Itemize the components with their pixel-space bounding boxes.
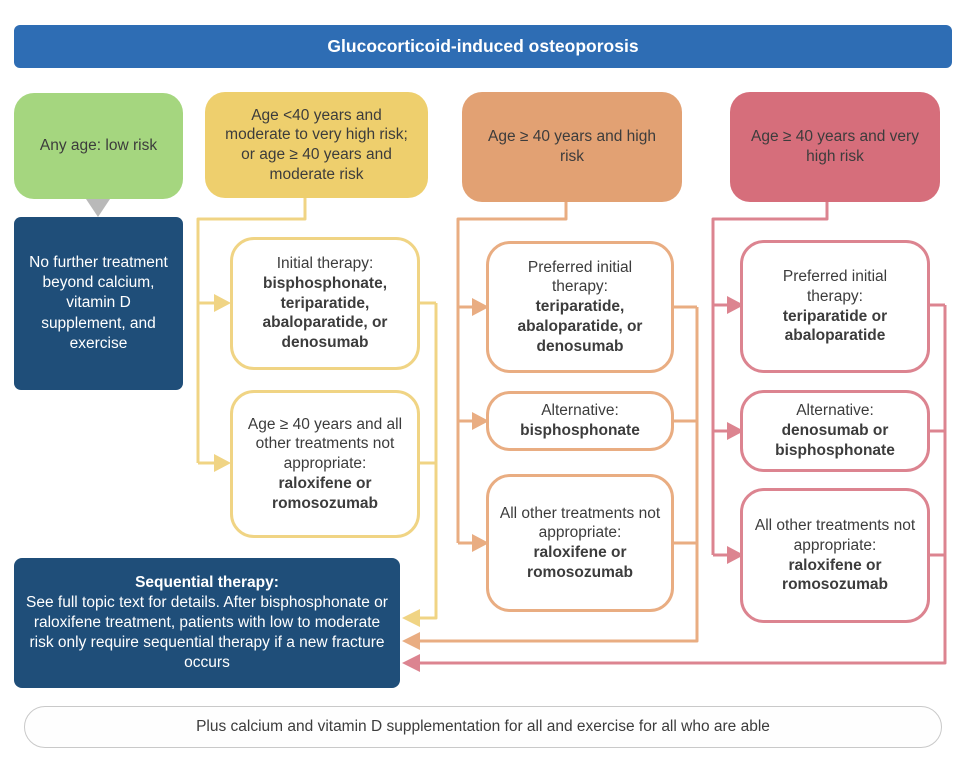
right-arrowhead-icon [727, 296, 744, 314]
therapy-drugs: raloxifene or romosozumab [527, 544, 633, 581]
sequential-therapy-title: Sequential therapy: [135, 573, 279, 591]
moderate-initial-therapy-box: Initial therapy: bisphosphonate, teripar… [230, 237, 420, 370]
therapy-label: Preferred initial therapy: [782, 268, 888, 305]
left-arrowhead-icon [402, 632, 420, 650]
therapy-label: Alternative: [796, 402, 874, 420]
therapy-label: All other treatments not appropriate: [499, 504, 661, 542]
footer-note: Plus calcium and vitamin D supplementati… [24, 706, 942, 748]
orange-connector [402, 199, 699, 650]
therapy-drugs: raloxifene or romosozumab [782, 556, 888, 594]
header-moderate-risk: Age <40 years and moderate to very high … [205, 92, 428, 198]
very-high-preferred-therapy-box: Preferred initial therapy: teriparatide … [740, 240, 930, 373]
sequential-therapy-body: See full topic text for details. After b… [26, 593, 388, 672]
right-arrowhead-icon [472, 412, 489, 430]
header-low-risk: Any age: low risk [14, 93, 183, 199]
high-alternative-box: Alternative: bisphosphonate [486, 391, 674, 451]
therapy-drugs: bisphosphonate [520, 422, 640, 439]
red-connector [402, 199, 947, 672]
page-title: Glucocorticoid-induced osteoporosis [14, 25, 952, 68]
therapy-label: All other treatments not appropriate: [754, 517, 916, 554]
right-arrowhead-icon [472, 534, 489, 552]
very-high-alternative-box: Alternative: denosumab or bisphosphonate [740, 390, 930, 472]
therapy-drugs: teriparatide or abaloparatide [782, 307, 888, 345]
right-arrowhead-icon [214, 294, 231, 312]
very-high-other-treatments-box: All other treatments not appropriate: ra… [740, 488, 930, 623]
high-preferred-therapy-box: Preferred initial therapy: teriparatide,… [486, 241, 674, 373]
therapy-label: Preferred initial therapy: [527, 258, 633, 296]
right-arrowhead-icon [727, 546, 744, 564]
down-arrow-icon [86, 199, 110, 217]
left-arrowhead-icon [402, 609, 420, 627]
therapy-drugs: raloxifene or romosozumab [272, 474, 378, 512]
right-arrowhead-icon [727, 422, 744, 440]
therapy-drugs: denosumab or bisphosphonate [775, 422, 895, 459]
yellow-connector [196, 196, 438, 627]
therapy-drugs: teriparatide, abaloparatide, or denosuma… [517, 298, 643, 355]
therapy-label: Initial therapy: [276, 255, 374, 273]
header-very-high-risk: Age ≥ 40 years and very high risk [730, 92, 940, 202]
no-further-treatment-box: No further treatment beyond calcium, vit… [14, 217, 183, 390]
left-arrowhead-icon [402, 654, 420, 672]
right-arrowhead-icon [214, 454, 231, 472]
sequential-therapy-box: Sequential therapy: See full topic text … [14, 558, 400, 688]
header-high-risk: Age ≥ 40 years and high risk [462, 92, 682, 202]
moderate-other-treatments-box: Age ≥ 40 years and all other treatments … [230, 390, 420, 538]
high-other-treatments-box: All other treatments not appropriate: ra… [486, 474, 674, 612]
therapy-label: Alternative: [541, 402, 619, 420]
therapy-label: Age ≥ 40 years and all other treatments … [247, 415, 403, 473]
therapy-drugs: bisphosphonate, teriparatide, abaloparat… [262, 274, 388, 351]
right-arrowhead-icon [472, 298, 489, 316]
